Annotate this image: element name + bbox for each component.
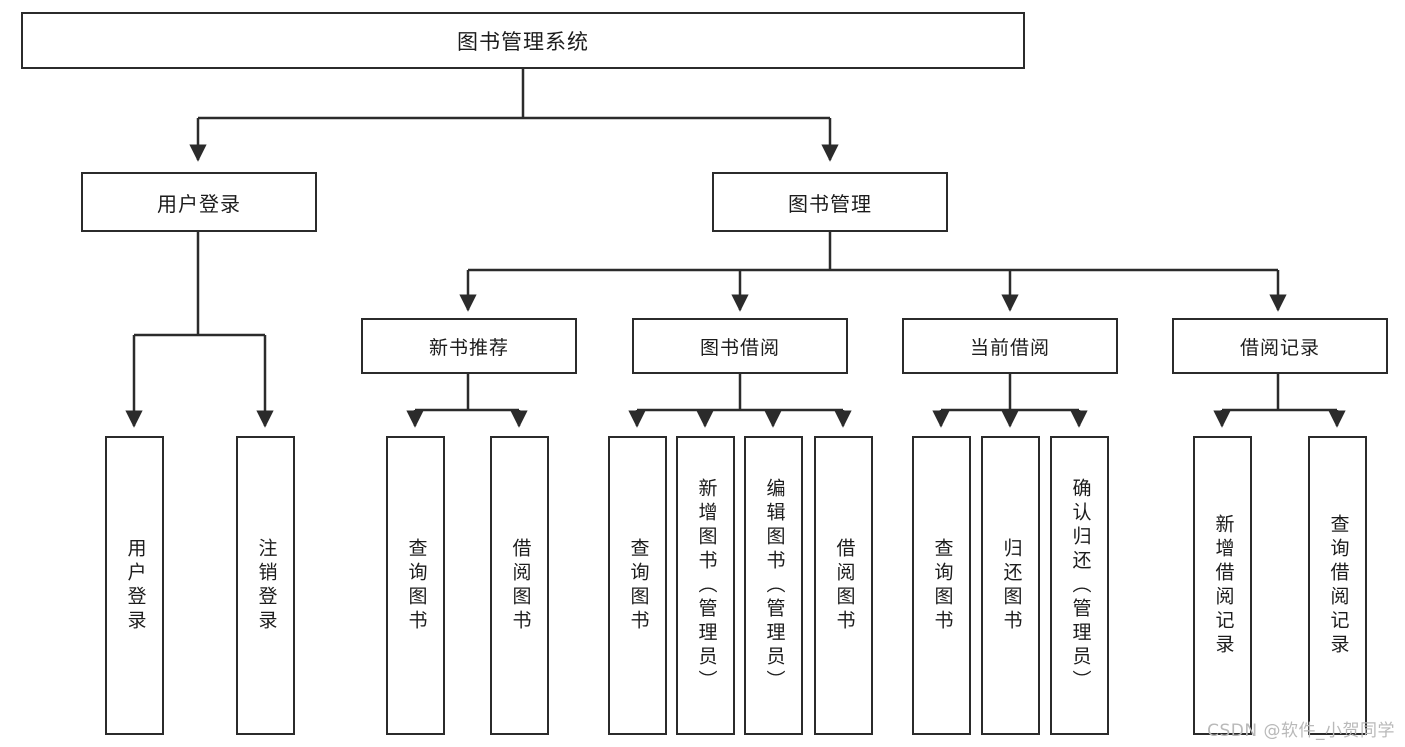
leaf-add-book-admin[interactable]: 新增图书（管理员）	[676, 436, 735, 735]
leaf-user-login[interactable]: 用户登录	[105, 436, 164, 735]
leaf-confirm-return-admin[interactable]: 确认归还（管理员）	[1050, 436, 1109, 735]
leaf-borrow-book-recommend[interactable]: 借阅图书	[490, 436, 549, 735]
leaf-query-book-recommend[interactable]: 查询图书	[386, 436, 445, 735]
node-label: 当前借阅	[969, 336, 1050, 359]
leaf-edit-book-admin[interactable]: 编辑图书（管理员）	[744, 436, 803, 735]
node-root-system[interactable]: 图书管理系统	[21, 12, 1025, 69]
node-book-management[interactable]: 图书管理	[712, 172, 948, 232]
node-label: 确认归还（管理员）	[1069, 477, 1092, 694]
node-label: 新书推荐	[428, 336, 509, 359]
node-label: 借阅图书	[509, 537, 532, 634]
leaf-add-borrow-record[interactable]: 新增借阅记录	[1193, 436, 1252, 735]
node-label: 新增图书（管理员）	[695, 477, 718, 694]
node-label: 新增借阅记录	[1212, 513, 1235, 658]
leaf-borrow-book[interactable]: 借阅图书	[814, 436, 873, 735]
node-label: 借阅图书	[833, 537, 856, 634]
node-new-book-recommend[interactable]: 新书推荐	[361, 318, 577, 374]
node-label: 查询图书	[931, 537, 954, 634]
node-label: 查询图书	[405, 537, 428, 634]
node-borrow-record[interactable]: 借阅记录	[1172, 318, 1388, 374]
node-label: 注销登录	[255, 537, 278, 634]
leaf-return-book[interactable]: 归还图书	[981, 436, 1040, 735]
node-book-borrow[interactable]: 图书借阅	[632, 318, 848, 374]
node-label: 查询借阅记录	[1327, 513, 1350, 658]
node-current-borrow[interactable]: 当前借阅	[902, 318, 1118, 374]
node-label: 编辑图书（管理员）	[763, 477, 786, 694]
leaf-logout[interactable]: 注销登录	[236, 436, 295, 735]
node-label: 图书管理系统	[457, 29, 589, 54]
node-label: 用户登录	[124, 537, 147, 634]
leaf-query-book-borrow[interactable]: 查询图书	[608, 436, 667, 735]
node-label: 查询图书	[627, 537, 650, 634]
node-label: 借阅记录	[1239, 336, 1320, 359]
leaf-query-book-current[interactable]: 查询图书	[912, 436, 971, 735]
node-label: 图书管理	[788, 191, 872, 216]
csdn-watermark: CSDN @软件_小贺同学	[1207, 721, 1395, 741]
node-label: 归还图书	[1000, 537, 1023, 634]
node-label: 用户登录	[157, 191, 241, 216]
node-label: 图书借阅	[699, 336, 780, 359]
leaf-query-borrow-record[interactable]: 查询借阅记录	[1308, 436, 1367, 735]
node-user-login[interactable]: 用户登录	[81, 172, 317, 232]
